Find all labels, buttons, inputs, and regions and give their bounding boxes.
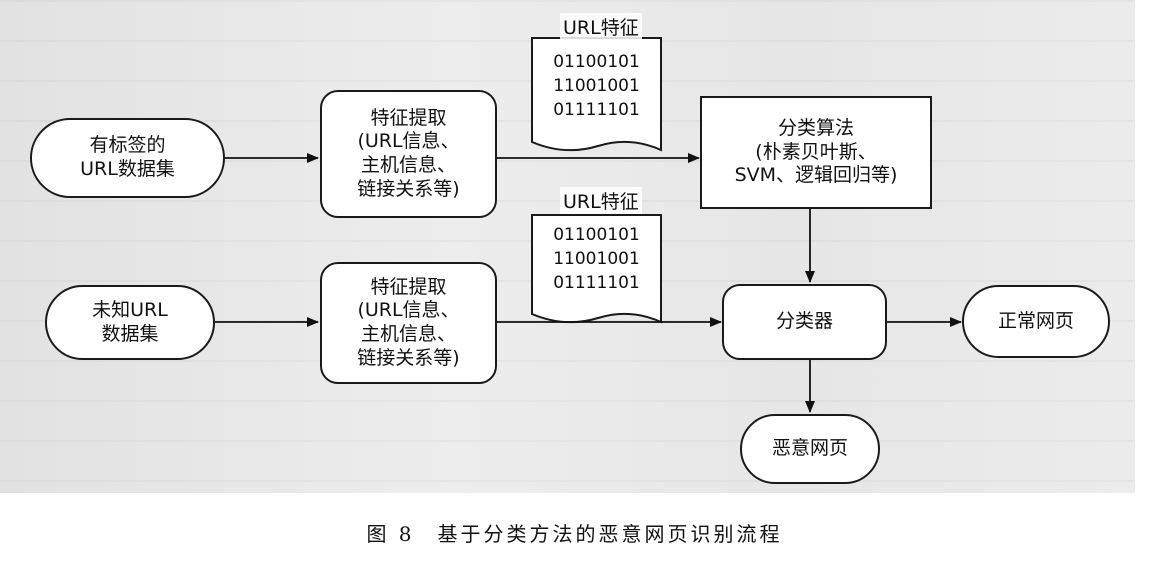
unknown-dataset-node: 未知URL 数据集 <box>45 285 215 360</box>
url-features-label-top: URL特征 <box>560 13 642 40</box>
classifier-node: 分类器 <box>722 284 887 360</box>
feature-extraction-node-bottom: 特征提取 (URL信息、 主机信息、 链接关系等) <box>320 262 497 384</box>
malicious-page-node: 恶意网页 <box>740 414 880 484</box>
document-shape-bottom <box>531 214 662 324</box>
figure-caption: 图 8 基于分类方法的恶意网页识别流程 <box>366 522 783 546</box>
labeled-dataset-node: 有标签的 URL数据集 <box>30 118 225 198</box>
normal-page-node: 正常网页 <box>962 285 1110 358</box>
url-features-label-bottom: URL特征 <box>560 187 642 214</box>
url-features-bits-top: 01100101 11001001 01111101 <box>553 52 640 121</box>
feature-extraction-node-top: 特征提取 (URL信息、 主机信息、 链接关系等) <box>320 90 497 218</box>
document-shape-top <box>531 37 662 152</box>
url-features-bits-bottom: 01100101 11001001 01111101 <box>553 225 640 294</box>
classification-algorithm-node: 分类算法 (朴素贝叶斯、 SVM、逻辑回归等) <box>700 96 932 209</box>
